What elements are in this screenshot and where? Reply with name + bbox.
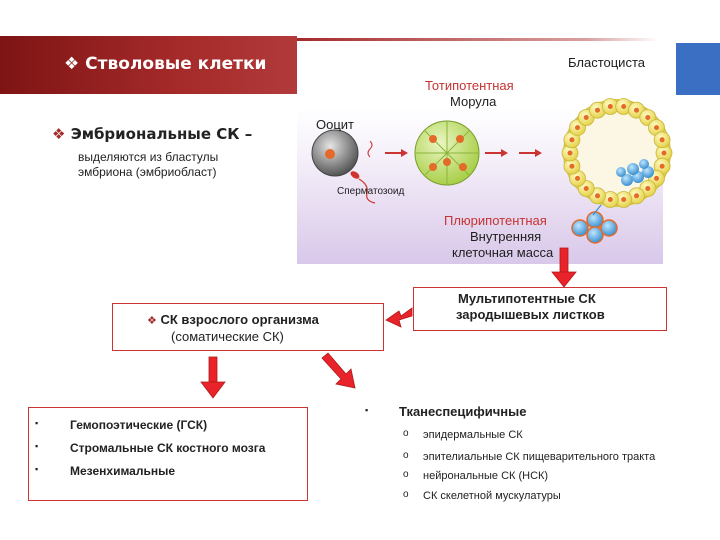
oocyte-cell xyxy=(311,129,359,177)
circle-bullet-icon: o xyxy=(403,450,409,461)
hematopoietic-list-box xyxy=(28,407,308,501)
circle-bullet-icon: o xyxy=(403,428,409,439)
inner-mass-label-1: Внутренняя xyxy=(470,229,542,244)
embryo-diagram-svg xyxy=(311,98,673,244)
list-item: Мезенхимальные xyxy=(70,464,176,478)
square-bullet-icon: ▪ xyxy=(35,441,39,451)
title-banner xyxy=(0,36,297,94)
circle-bullet-icon: o xyxy=(403,469,409,480)
cell-nucleus xyxy=(645,115,651,120)
circle-bullet-icon: o xyxy=(403,489,409,500)
cell-nucleus xyxy=(659,137,665,143)
cell-nucleus xyxy=(575,175,580,181)
cell-nucleus xyxy=(659,163,665,169)
cell-nucleus xyxy=(595,193,600,199)
list-item: эпидермальные СК xyxy=(423,429,523,441)
cell-nucleus xyxy=(607,104,613,109)
progress-arrow xyxy=(385,149,408,157)
progress-arrow xyxy=(519,149,542,157)
progress-arrow xyxy=(485,149,508,157)
cell-nucleus xyxy=(634,107,639,113)
list-item: нейрональные СК (НСК) xyxy=(423,470,549,482)
cell-nucleus xyxy=(575,125,580,131)
morula-label: Морула xyxy=(450,94,497,109)
diamond-bullet-icon: ❖ xyxy=(147,315,157,327)
multipotent-line: зародышевых листков xyxy=(456,307,605,322)
square-bullet-icon: ▪ xyxy=(365,405,369,415)
multipotent-line: Мультипотентные СК xyxy=(458,291,596,306)
page-title: ❖ Стволовые клетки xyxy=(64,54,266,74)
embryonic-desc-line: выделяются из бластулы xyxy=(78,150,219,164)
cell-nucleus xyxy=(621,197,627,202)
embryonic-desc-line: эмбриона (эмбриобласт) xyxy=(78,165,217,179)
multipotent-box: Мультипотентные СК зародышевых листков xyxy=(413,287,667,331)
diamond-bullet-icon: ❖ xyxy=(52,125,66,143)
cell-nucleus xyxy=(645,186,651,191)
embryonic-heading: ❖ Эмбриональные СК – xyxy=(52,125,252,143)
list-item: Гемопоэтические (ГСК) xyxy=(70,418,208,432)
list-item: СК скелетной мускулатуры xyxy=(423,490,561,502)
cell-nucleus xyxy=(583,115,589,120)
cell-nucleus xyxy=(661,150,667,156)
embryonic-heading-text: Эмбриональные СК – xyxy=(70,125,253,143)
header-rule xyxy=(297,38,659,41)
cell-nucleus xyxy=(583,186,589,191)
square-bullet-icon: ▪ xyxy=(35,464,39,474)
morula-cell xyxy=(414,120,480,186)
list-item: Стромальные СК костного мозга xyxy=(70,441,266,455)
cell-nucleus xyxy=(569,163,575,169)
pluripotent-label: Плюрипотентная xyxy=(444,213,547,228)
cell-nucleus xyxy=(634,193,639,199)
cell-nucleus xyxy=(607,197,613,202)
extraction-pointer xyxy=(592,204,602,216)
cell-nucleus xyxy=(595,107,600,113)
oocyte-label: Ооцит xyxy=(316,117,355,132)
blastocyst-cell xyxy=(561,98,673,208)
corner-accent xyxy=(676,43,720,95)
diamond-bullet-icon: ❖ xyxy=(64,54,80,74)
diagonal-arrow xyxy=(321,352,356,389)
inner-mass-label-2: клеточная масса xyxy=(452,245,554,260)
page-title-text: Стволовые клетки xyxy=(85,54,267,74)
adult-line: (соматические СК) xyxy=(171,329,284,344)
tissue-specific-heading: Тканеспецифичные xyxy=(399,404,527,419)
totipotent-label: Тотипотентная xyxy=(425,78,514,93)
adult-sc-box: ❖ СК взрослого организма (соматические С… xyxy=(112,303,384,351)
down-arrow xyxy=(200,356,226,399)
adult-line: СК взрослого организма xyxy=(160,312,319,327)
down-arrow xyxy=(551,247,577,288)
blastocyst-label: Бластоциста xyxy=(568,55,645,70)
cell-nucleus xyxy=(569,137,575,143)
cell-nucleus xyxy=(654,125,659,131)
list-item: эпителиальные СК пищеварительного тракта xyxy=(423,451,656,463)
cell-nucleus xyxy=(621,104,627,109)
oocyte-pointer xyxy=(367,140,373,158)
sperm-cell xyxy=(350,171,376,204)
embryonic-description: выделяются из бластулы эмбриона (эмбриоб… xyxy=(78,150,218,180)
cell-nucleus xyxy=(654,175,659,181)
cell-nucleus xyxy=(567,150,573,156)
inner-cell-mass xyxy=(571,211,618,244)
adult-heading: ❖ СК взрослого организма xyxy=(147,312,319,327)
sperm-label: Сперматозоид xyxy=(337,186,405,197)
left-arrow xyxy=(385,307,413,328)
square-bullet-icon: ▪ xyxy=(35,418,39,428)
